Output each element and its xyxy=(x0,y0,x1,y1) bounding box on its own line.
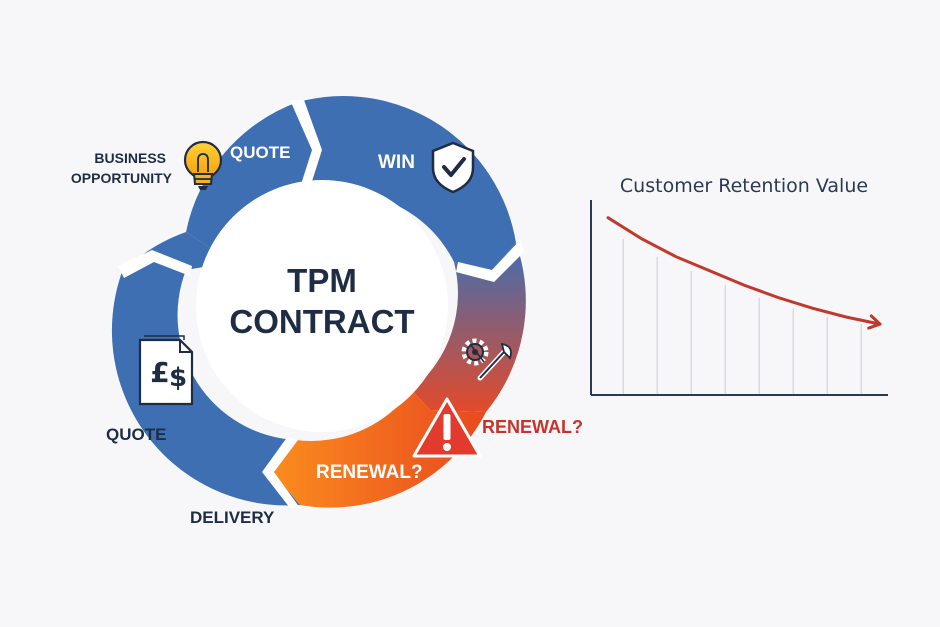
svg-text:$: $ xyxy=(169,363,187,393)
notch-3 xyxy=(262,436,300,508)
chart-grid xyxy=(622,239,863,395)
center-title-line1: TPM xyxy=(287,262,357,299)
notch-1 xyxy=(290,100,322,200)
label-business: BUSINESS xyxy=(94,150,166,166)
warning-icon xyxy=(412,397,482,458)
notch-2 xyxy=(456,240,524,282)
retention-chart: Customer Retention Value xyxy=(590,175,888,396)
segment-renewal xyxy=(272,390,486,508)
segment-service xyxy=(412,243,526,412)
label-opportunity: OPPORTUNITY xyxy=(71,170,173,186)
label-delivery: DELIVERY xyxy=(190,508,275,527)
gear-wrench-icon xyxy=(461,338,512,381)
segment-quote-top xyxy=(186,102,316,262)
label-quote-left: QUOTE xyxy=(106,425,166,444)
shield-check-icon xyxy=(431,141,475,194)
label-renewal-inner: RENEWAL? xyxy=(316,462,423,483)
series-arrow-head xyxy=(867,314,882,330)
chart-title: Customer Retention Value xyxy=(620,175,868,197)
center-title-line2: CONTRACT xyxy=(229,303,414,340)
label-quote-top: QUOTE xyxy=(230,143,290,162)
center-disc xyxy=(196,180,448,432)
cycle-ring xyxy=(111,96,526,508)
label-win: WIN xyxy=(378,152,415,173)
segment-win xyxy=(298,96,516,270)
pound-dollar-document-icon: £ $ xyxy=(138,335,194,406)
svg-text:£: £ xyxy=(150,356,169,389)
label-renewal-outer: RENEWAL? xyxy=(482,417,583,437)
notch-4 xyxy=(118,250,192,278)
series-line xyxy=(606,216,882,326)
segment-delivery xyxy=(111,256,301,506)
lightbulb-icon xyxy=(183,140,223,190)
